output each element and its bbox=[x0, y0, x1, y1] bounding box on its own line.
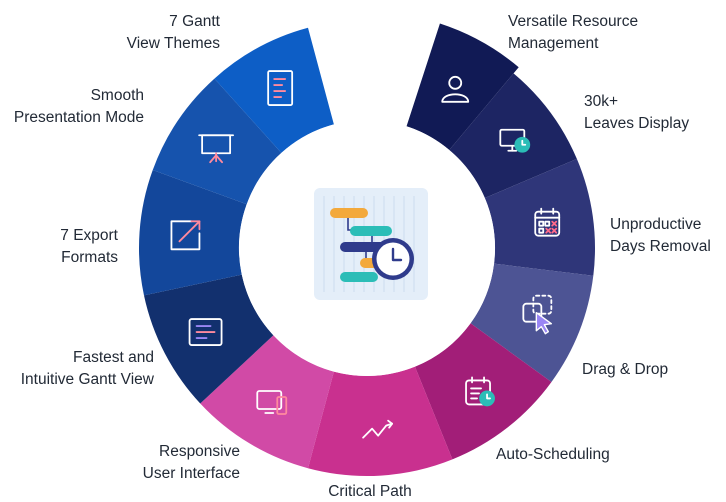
ring-segment bbox=[143, 274, 274, 404]
ring-segment bbox=[414, 323, 552, 460]
gantt-bar-orange bbox=[330, 208, 368, 218]
segment-label: Critical Path bbox=[328, 483, 412, 500]
segment-icons bbox=[170, 70, 561, 439]
segment-label-line: Unproductive bbox=[610, 216, 701, 233]
ring-segment bbox=[449, 73, 577, 198]
gantt-bar-teal-1 bbox=[350, 226, 392, 236]
ring-segment bbox=[470, 263, 594, 383]
segment-label-line: Formats bbox=[61, 249, 118, 266]
gantt-bar-teal-2 bbox=[340, 272, 378, 282]
segment-label-line: 7 Gantt bbox=[169, 13, 221, 30]
ring-segment bbox=[152, 78, 282, 205]
segment-label: Auto-Scheduling bbox=[496, 446, 610, 463]
segment-label-line: View Themes bbox=[127, 35, 221, 52]
segment-label: Drag & Drop bbox=[582, 361, 668, 378]
segment-label-line: Presentation Mode bbox=[14, 109, 144, 126]
segment-label-line: User Interface bbox=[143, 465, 240, 482]
segment-label-line: Leaves Display bbox=[584, 115, 689, 132]
segment-label-line: Versatile Resource bbox=[508, 13, 638, 30]
monitor-clock-icon bbox=[499, 128, 531, 153]
segment-label-line: Days Removal bbox=[610, 238, 711, 255]
document-theme-icon bbox=[267, 70, 294, 106]
segment-label-line: Intuitive Gantt View bbox=[21, 371, 155, 388]
segment-label-line: Fastest and bbox=[73, 349, 154, 366]
segment-label: 30k+ Leaves Display bbox=[584, 93, 689, 132]
segment-label-line: Responsive bbox=[159, 443, 240, 460]
segment-label-line: 30k+ bbox=[584, 93, 618, 110]
cursor-drag-icon bbox=[522, 294, 553, 335]
center-gantt-illustration bbox=[239, 120, 495, 376]
gantt-list-icon bbox=[188, 318, 223, 346]
ring-segment bbox=[139, 170, 247, 296]
ring-segment bbox=[200, 335, 334, 469]
calendar-cross-icon bbox=[534, 207, 561, 237]
trend-line-icon bbox=[362, 419, 394, 439]
user-icon bbox=[441, 75, 470, 103]
clock-icon bbox=[372, 238, 414, 280]
segment-label-line: 7 Export bbox=[60, 227, 118, 244]
segment-label-line: Drag & Drop bbox=[582, 361, 668, 378]
segment-label-line: Auto-Scheduling bbox=[496, 446, 610, 463]
presentation-board-icon bbox=[198, 134, 235, 164]
calendar-clock-icon bbox=[465, 376, 495, 407]
responsive-devices-icon bbox=[256, 390, 288, 415]
segment-label-line: Critical Path bbox=[328, 483, 412, 500]
segment-label-line: Smooth bbox=[91, 87, 144, 104]
export-arrow-icon bbox=[170, 220, 201, 251]
ring-segment bbox=[307, 366, 453, 476]
segment-label-line: Management bbox=[508, 35, 599, 52]
ring-segment bbox=[406, 23, 519, 150]
